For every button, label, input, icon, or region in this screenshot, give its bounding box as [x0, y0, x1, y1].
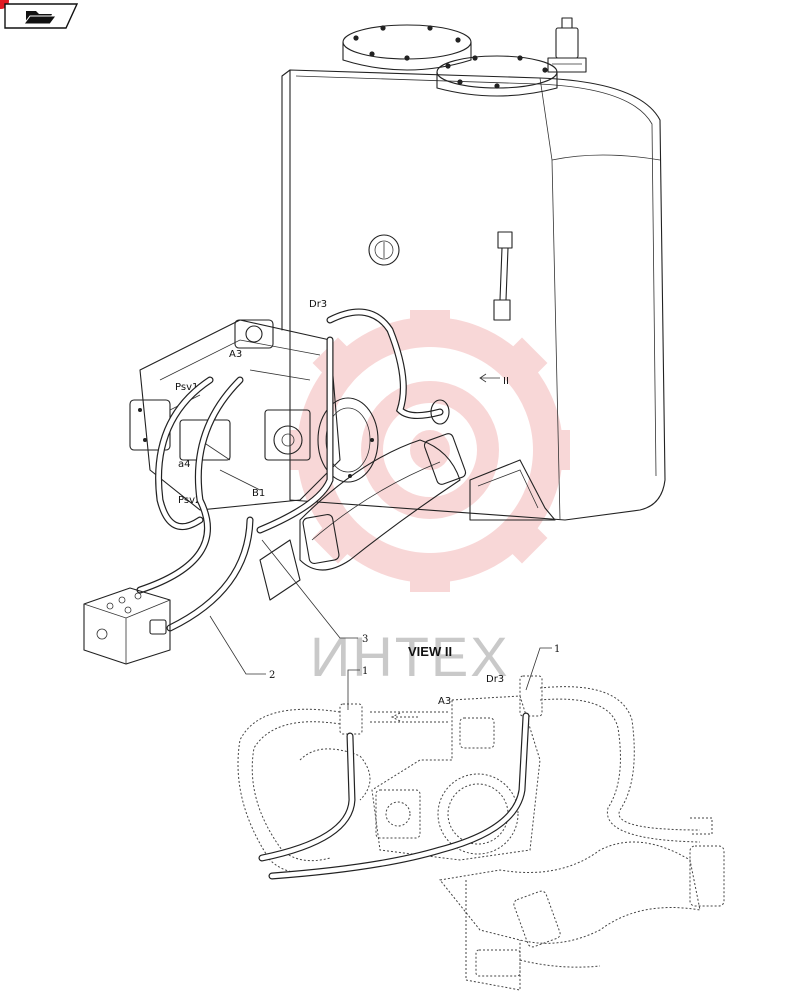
callout-1-right: 1	[554, 644, 560, 655]
detail-port-label-dr3: Dr3	[486, 674, 504, 685]
callout-leader-3	[261, 539, 358, 639]
callout-2: 2	[269, 670, 275, 681]
port-label-dr3: Dr3	[309, 299, 327, 310]
callout-leader-2	[209, 615, 266, 675]
tank-gauge	[368, 234, 400, 266]
breather-cap	[547, 17, 587, 73]
view-marker: II	[503, 376, 509, 387]
port-label-b1: B1	[252, 488, 265, 499]
callout-leader-1-right	[525, 647, 552, 691]
watermark-text: ИНТЕХ	[310, 625, 510, 688]
detail-view: Dr3 A3 1 1	[237, 644, 725, 991]
level-sight-glass	[493, 231, 513, 321]
detail-port-label-a3: A3	[438, 696, 451, 707]
nav-tab-button[interactable]	[4, 3, 78, 29]
view-title: VIEW II	[408, 644, 452, 659]
callout-3: 3	[362, 634, 368, 645]
port-label-a3: A3	[229, 349, 242, 360]
port-label-psv1: Psv1	[175, 382, 198, 393]
port-label-a4: a4	[178, 459, 191, 470]
callout-leader-1-left	[347, 669, 360, 710]
valve-block	[83, 587, 171, 665]
hydraulic-tank	[281, 17, 666, 521]
main-hoses	[136, 308, 467, 632]
port-label-psv2: Psv2	[178, 495, 201, 506]
folder-tab-icon	[23, 11, 57, 25]
watermark-gear	[290, 310, 570, 592]
callout-1-left: 1	[362, 666, 368, 677]
